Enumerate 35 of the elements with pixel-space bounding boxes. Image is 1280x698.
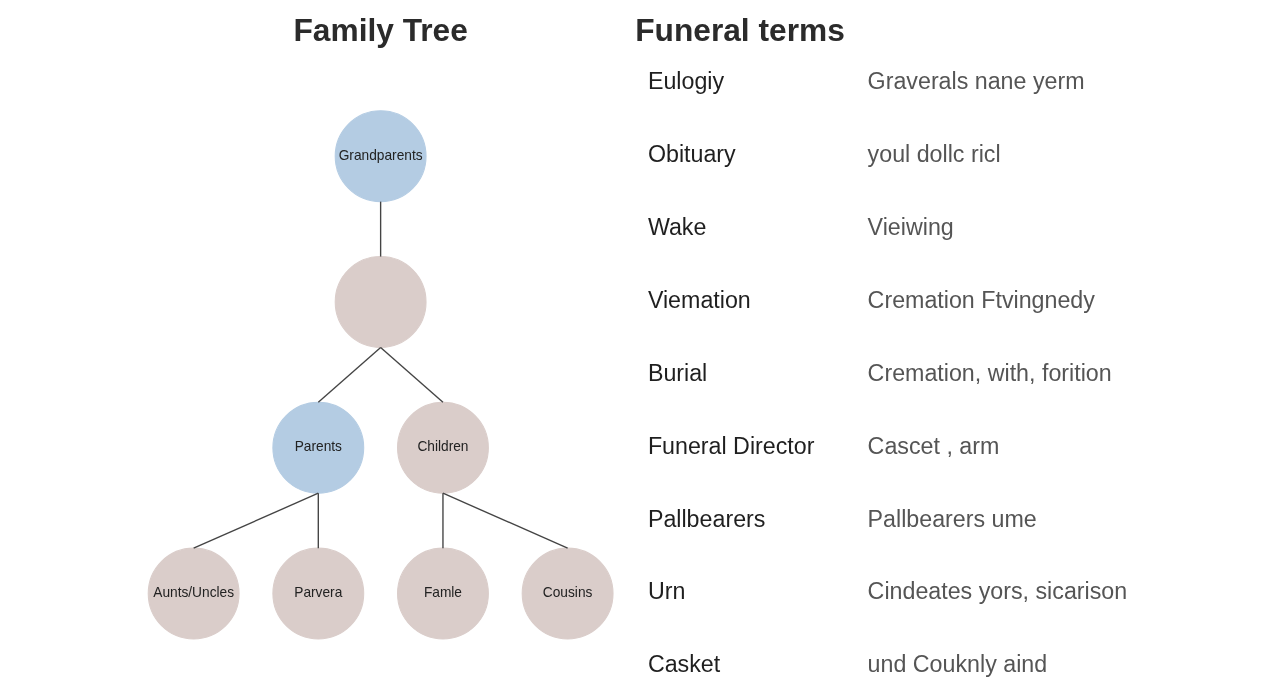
node-person bbox=[334, 256, 427, 348]
label: Viemation bbox=[647, 286, 751, 313]
label: Cremation Ftvingnedy bbox=[867, 286, 1095, 313]
label: Pallbearers bbox=[647, 505, 765, 532]
label: Pallbearers ume bbox=[867, 505, 1037, 532]
node-circle: Parents bbox=[271, 401, 364, 494]
connector bbox=[379, 346, 444, 404]
label: Funeral terms bbox=[634, 12, 845, 49]
label: Cascet , arm bbox=[867, 432, 999, 459]
label: Obituary bbox=[647, 141, 736, 168]
label: Graverals nane yerm bbox=[867, 68, 1085, 95]
connector bbox=[379, 200, 381, 258]
label: Vieiwing bbox=[867, 214, 954, 241]
label: Cindeates yors, sicarison bbox=[867, 578, 1127, 605]
node-circle: Cousins bbox=[521, 547, 614, 640]
node-circle: Aunts/Uncles bbox=[147, 547, 240, 640]
label: Eulogiy bbox=[647, 68, 724, 95]
label: Cremation, with, forition bbox=[867, 359, 1112, 386]
label: Funeral Director bbox=[647, 432, 814, 459]
node-circle: Grandparents bbox=[334, 110, 427, 203]
label: Urn bbox=[647, 578, 685, 605]
connector bbox=[441, 492, 568, 549]
label: Burial bbox=[647, 359, 707, 386]
node-circle: Children bbox=[396, 401, 489, 494]
label: Wake bbox=[647, 214, 706, 241]
label: youl dollc ricl bbox=[867, 141, 1001, 168]
connector bbox=[192, 492, 319, 549]
connector bbox=[441, 492, 444, 549]
label: und Couknly aind bbox=[867, 651, 1047, 678]
label: Family Tree bbox=[292, 12, 468, 49]
connector bbox=[317, 492, 319, 549]
node-circle: Parvera bbox=[271, 547, 364, 640]
connector bbox=[317, 346, 381, 404]
label: Casket bbox=[647, 651, 720, 678]
node-circle: Famle bbox=[396, 547, 489, 640]
